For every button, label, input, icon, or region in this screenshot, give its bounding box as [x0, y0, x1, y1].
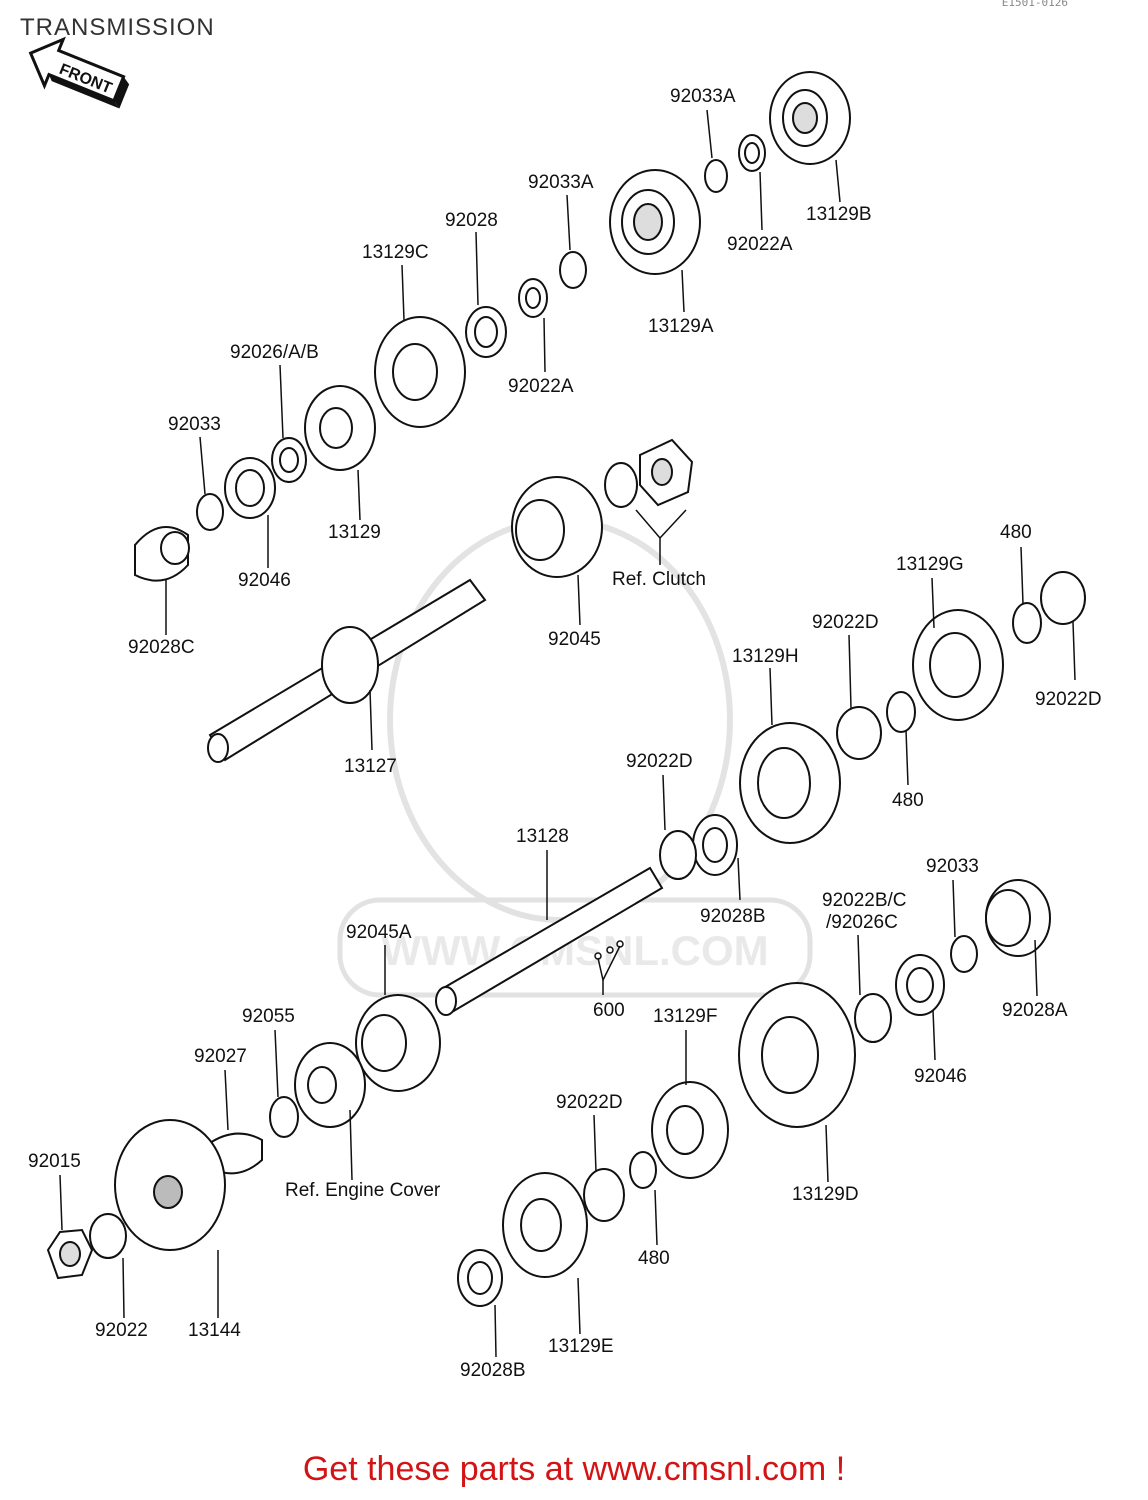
shaft-13127[interactable]	[207, 578, 487, 763]
bushing-92028B-upper[interactable]	[692, 814, 738, 876]
label-92026AB[interactable]: 92026/A/B	[230, 342, 319, 363]
leader-lines	[59, 109, 1076, 1358]
circlip-92033A-lower[interactable]	[559, 251, 587, 289]
label-13129H[interactable]: 13129H	[732, 646, 799, 667]
label-13129C[interactable]: 13129C	[362, 242, 429, 263]
label-92022BC[interactable]: 92022B/C	[822, 890, 907, 911]
label-92022D-lower[interactable]: 92022D	[626, 751, 693, 772]
gear-13129G[interactable]	[912, 609, 1004, 721]
label-92045[interactable]: 92045	[548, 629, 601, 650]
label-92015[interactable]: 92015	[28, 1151, 81, 1172]
label-92045A[interactable]: 92045A	[346, 922, 412, 943]
label-92022A-lower[interactable]: 92022A	[508, 376, 574, 397]
bushing-92028[interactable]	[465, 306, 507, 358]
label-92028C[interactable]: 92028C	[128, 637, 195, 658]
circlip-92033-upper[interactable]	[196, 493, 224, 531]
label-92022A-upper[interactable]: 92022A	[727, 234, 793, 255]
washer-92022BC[interactable]	[854, 993, 892, 1043]
collar-92028C[interactable]	[134, 526, 190, 582]
gear-13129D[interactable]	[738, 982, 856, 1128]
label-92033-upper[interactable]: 92033	[168, 414, 221, 435]
label-13129A[interactable]: 13129A	[648, 316, 714, 337]
label-13128[interactable]: 13128	[516, 826, 569, 847]
washer-92026[interactable]	[271, 437, 307, 483]
label-13127[interactable]: 13127	[344, 756, 397, 777]
label-ref-engine-cover[interactable]: Ref. Engine Cover	[285, 1180, 441, 1201]
label-13129F[interactable]: 13129F	[653, 1006, 717, 1027]
label-480-upper[interactable]: 480	[1000, 522, 1032, 543]
washer-92022A-upper[interactable]	[738, 134, 766, 172]
circlip-480-upper[interactable]	[1012, 602, 1042, 644]
label-92022D-far[interactable]: 92022D	[1035, 689, 1102, 710]
label-480-lower[interactable]: 480	[638, 1248, 670, 1269]
bearing-92045[interactable]	[511, 476, 603, 578]
label-92028B-upper[interactable]: 92028B	[700, 906, 766, 927]
drawing-reference: E1501-0126	[1001, 0, 1068, 9]
label-92046-lower[interactable]: 92046	[914, 1066, 967, 1087]
label-13144[interactable]: 13144	[188, 1320, 241, 1341]
label-92028A[interactable]: 92028A	[1002, 1000, 1068, 1021]
label-92022[interactable]: 92022	[95, 1320, 148, 1341]
gear-13129[interactable]	[304, 385, 376, 471]
bearing-92046-lower[interactable]	[895, 954, 945, 1016]
circlip-92033-lower[interactable]	[950, 935, 978, 973]
gear-13129C[interactable]	[374, 316, 466, 428]
label-92046-upper[interactable]: 92046	[238, 570, 291, 591]
collar-92028A[interactable]	[985, 879, 1051, 957]
label-92022D-bottom[interactable]: 92022D	[556, 1092, 623, 1113]
clutch-nut[interactable]	[639, 438, 694, 507]
washer-92022[interactable]	[89, 1213, 127, 1259]
bushing-92028B-lower[interactable]	[457, 1249, 503, 1307]
label-13129E[interactable]: 13129E	[548, 1336, 614, 1357]
washer-92022A-lower[interactable]	[518, 278, 548, 318]
circlip-92033A-upper[interactable]	[704, 159, 728, 193]
pins-600[interactable]	[594, 940, 624, 960]
washer-92022D-bottom[interactable]	[583, 1168, 625, 1222]
page-title: TRANSMISSION	[20, 14, 215, 41]
shaft-13128[interactable]	[435, 866, 664, 1016]
label-92027[interactable]: 92027	[194, 1046, 247, 1067]
washer-92022D-mid[interactable]	[836, 706, 882, 760]
gear-13129B[interactable]	[769, 71, 851, 165]
footer-link[interactable]: Get these parts at www.cmsnl.com !	[302, 1450, 846, 1488]
label-92028[interactable]: 92028	[445, 210, 498, 231]
label-92022D-mid[interactable]: 92022D	[812, 612, 879, 633]
engine-cover-seal[interactable]	[294, 1042, 366, 1128]
label-13129G[interactable]: 13129G	[896, 554, 964, 575]
label-92028B-lower[interactable]: 92028B	[460, 1360, 526, 1381]
washer-92022D-far[interactable]	[1040, 571, 1086, 625]
oring-92055[interactable]	[269, 1096, 299, 1138]
gear-13129E[interactable]	[502, 1172, 588, 1278]
front-arrow-icon[interactable]: FRONT	[21, 30, 135, 115]
bearing-92045A[interactable]	[355, 994, 441, 1092]
label-13129[interactable]: 13129	[328, 522, 381, 543]
label-92033A-lower[interactable]: 92033A	[528, 172, 594, 193]
label-600[interactable]: 600	[593, 1000, 625, 1021]
clutch-washer[interactable]	[604, 462, 638, 508]
label-ref-clutch[interactable]: Ref. Clutch	[612, 569, 706, 590]
sprocket-13144[interactable]	[114, 1119, 226, 1251]
circlip-480-mid[interactable]	[886, 691, 916, 733]
part-labels: 92033A 13129B 92033A 92022A 92028 13129C…	[28, 86, 1102, 1381]
label-92026C[interactable]: /92026C	[826, 912, 898, 933]
nut-92015[interactable]	[46, 1228, 94, 1280]
label-92033A-upper[interactable]: 92033A	[670, 86, 736, 107]
gear-13129A[interactable]	[609, 169, 701, 275]
bearing-92046-upper[interactable]	[224, 457, 276, 519]
label-13129B[interactable]: 13129B	[806, 204, 872, 225]
label-92055[interactable]: 92055	[242, 1006, 295, 1027]
gear-13129H[interactable]	[739, 722, 841, 844]
label-92033-lower[interactable]: 92033	[926, 856, 979, 877]
label-480-mid[interactable]: 480	[892, 790, 924, 811]
washer-92022D-lower[interactable]	[659, 830, 697, 880]
label-13129D[interactable]: 13129D	[792, 1184, 859, 1205]
gear-13129F[interactable]	[651, 1081, 729, 1179]
circlip-480-lower[interactable]	[629, 1151, 657, 1189]
